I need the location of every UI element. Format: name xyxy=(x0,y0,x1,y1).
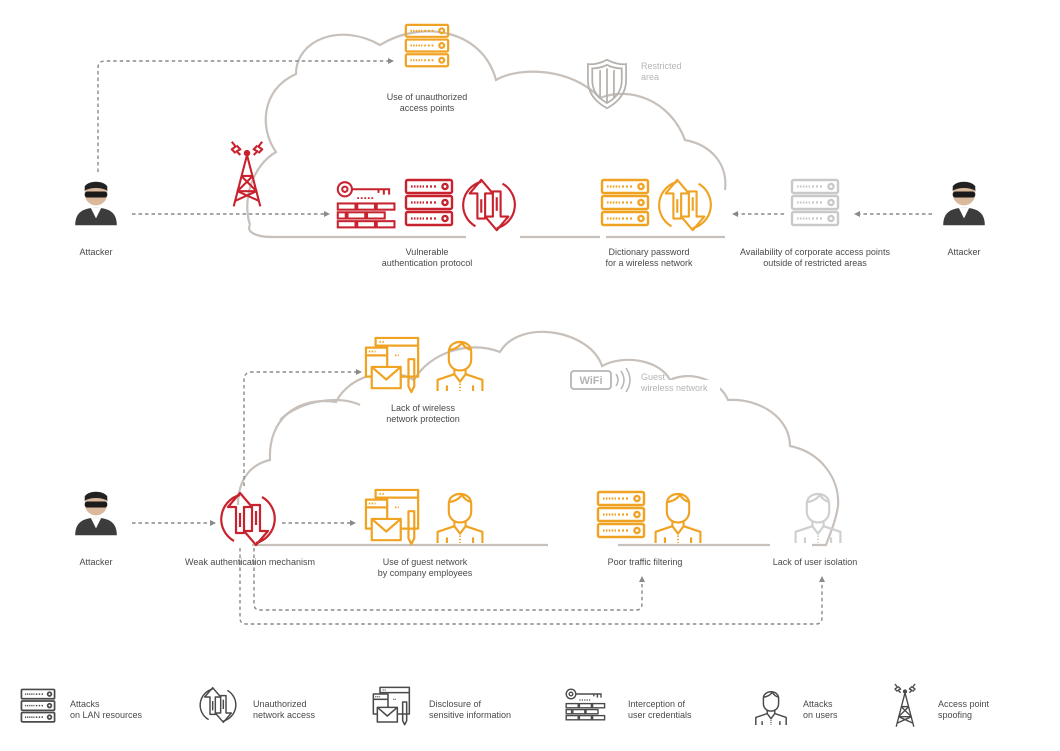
guest-network-label: Guest wireless network xyxy=(641,372,708,393)
cloud-outline-top xyxy=(246,30,727,239)
legend-arrows-circle-icon xyxy=(199,686,237,724)
dash-attacker-to-ap xyxy=(97,60,390,172)
dash-loop-outer xyxy=(239,548,823,625)
arrows-circle-icon xyxy=(462,178,516,232)
arrows-circle-icon xyxy=(220,491,276,547)
attacker-label: Attacker xyxy=(79,557,113,567)
legend-label-spoofing: Access point spoofing xyxy=(938,699,990,720)
wifi-icon: WiFi xyxy=(570,367,631,393)
user-icon xyxy=(794,492,842,545)
server-stack-icon xyxy=(596,490,646,539)
legend-label-access: Unauthorized network access xyxy=(253,699,316,720)
server-stack-icon xyxy=(404,178,454,227)
attacker-icon xyxy=(943,181,985,226)
legend-user-icon xyxy=(755,690,787,726)
legend-label-lan: Attacks on LAN resources xyxy=(70,699,143,720)
poor-filtering-label: Poor traffic filtering xyxy=(607,557,683,567)
legend-tower-icon xyxy=(894,683,916,728)
vulnerable-auth-label: Vulnerable authentication protocol xyxy=(381,247,473,268)
legend-label-disclosure: Disclosure of sensitive information xyxy=(429,699,512,720)
cloud-outline-bottom xyxy=(236,330,840,547)
user-icon xyxy=(436,492,484,545)
shield-icon xyxy=(587,58,627,110)
attacker-icon xyxy=(75,181,117,226)
dictionary-password-label: Dictionary password for a wireless netwo… xyxy=(605,247,693,268)
user-isolation-label: Lack of user isolation xyxy=(772,557,858,567)
lack-protection-label: Lack of wireless network protection xyxy=(386,403,460,424)
key-wall-icon xyxy=(336,181,396,229)
legend-key-wall-icon xyxy=(565,688,606,721)
legend-label-credentials: Interception of user credentials xyxy=(628,699,692,720)
restricted-area-label: Restricted area xyxy=(641,61,682,82)
arrows-circle-icon xyxy=(658,178,712,232)
unauthorized-ap-label: Use of unauthorized access points xyxy=(386,92,468,113)
legend-label-users: Attacks on users xyxy=(803,699,838,720)
dash-loop-inner xyxy=(253,548,643,611)
legend-server-stack-icon xyxy=(20,688,56,723)
wifi-badge-text: WiFi xyxy=(579,375,602,387)
attacker-right-label: Attacker xyxy=(947,247,981,257)
guest-use-label: Use of guest network by company employee… xyxy=(377,557,473,578)
server-stack-icon xyxy=(600,178,650,227)
attacker-icon xyxy=(75,491,117,536)
windows-envelope-icon xyxy=(364,336,420,394)
corporate-ap-label: Availability of corporate access points … xyxy=(740,247,890,268)
weak-auth-label: Weak authentication mechanism xyxy=(185,557,315,567)
user-icon xyxy=(654,492,702,545)
server-stack-icon xyxy=(790,178,840,227)
attacker-left-label: Attacker xyxy=(79,247,113,257)
legend-windows-envelope-icon xyxy=(372,686,411,726)
windows-envelope-icon xyxy=(364,488,420,546)
dash-weak-to-lack-protection xyxy=(243,371,358,486)
